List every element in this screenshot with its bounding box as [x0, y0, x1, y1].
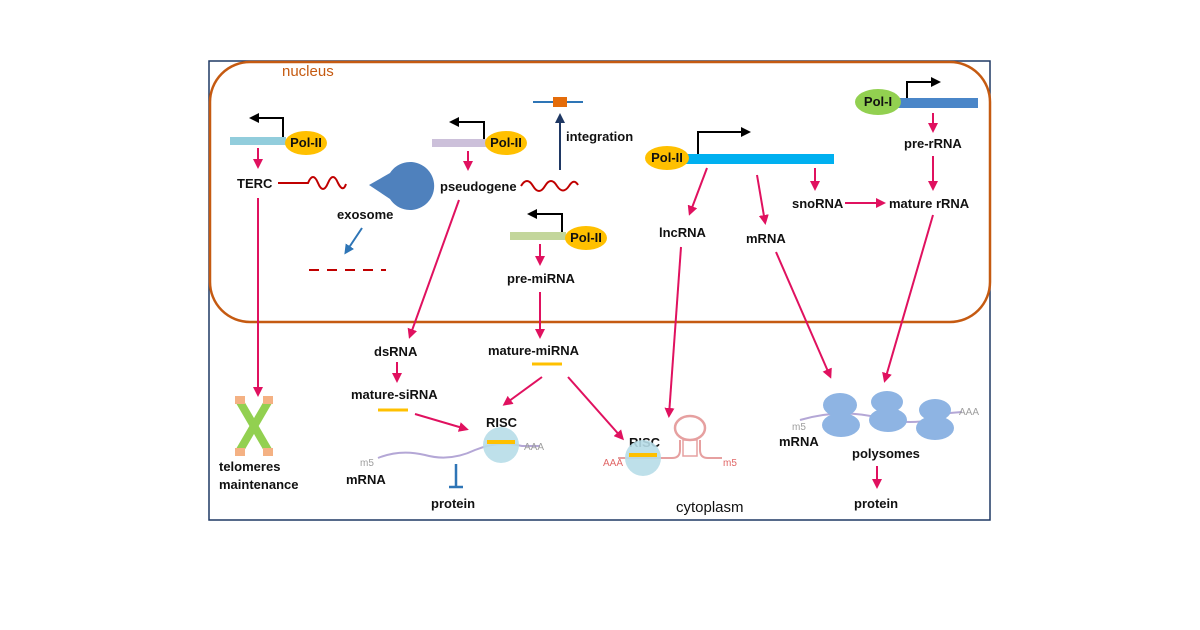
- risc-1-duplex: [487, 440, 515, 444]
- rrna-promoter-arrow: [906, 77, 941, 98]
- maintenance-label: maintenance: [219, 477, 298, 492]
- dsrna-label: dsRNA: [374, 344, 418, 359]
- ribosome-1: [822, 393, 860, 437]
- pol2-terc: [285, 131, 327, 155]
- polysomes-label: polysomes: [852, 446, 920, 461]
- mature-sirna-label: mature-siRNA: [351, 387, 438, 402]
- genome-insert-block: [553, 97, 567, 107]
- terc-promoter-arrow: [249, 113, 284, 137]
- cytoplasm-label: cytoplasm: [676, 499, 744, 516]
- pol2-lnc: [645, 146, 689, 170]
- aaa-1-label: AAA: [524, 442, 544, 453]
- pol1: [855, 89, 901, 115]
- integration-label: integration: [566, 129, 633, 144]
- mature-rrna-label: mature rRNA: [889, 196, 970, 211]
- mirna-gene-bar: [510, 232, 566, 240]
- mrna-right-label: mRNA: [779, 434, 819, 449]
- lncrna-loop: [673, 414, 707, 442]
- m5-3-label: m5: [792, 422, 806, 433]
- exosome-icon: [369, 162, 435, 210]
- terc-gene-bar: [230, 137, 286, 145]
- arrow-mrna-polysome: [775, 251, 832, 379]
- arrow-exosome-degrade: [344, 227, 363, 255]
- arrow-rrna-polysome: [882, 214, 934, 383]
- arrow-pseudogene-dsrna: [407, 199, 460, 339]
- risc-2-duplex: [629, 453, 657, 457]
- lncrna-stem: [682, 439, 698, 457]
- lnc-promoter-arrow: [697, 127, 751, 154]
- risc-1-label: RISC: [486, 415, 518, 430]
- pol2-lnc-label: Pol-II: [651, 150, 683, 165]
- lnc-gene-bar: [684, 154, 834, 164]
- pol2-terc-label: Pol-II: [290, 135, 322, 150]
- arrow-mirna-risc-right: [567, 376, 624, 441]
- arrow-lncrna-risc: [664, 246, 682, 418]
- pseudogene-bar: [432, 139, 488, 147]
- rrna-gene-bar: [896, 98, 978, 108]
- pseudogene-label: pseudogene: [440, 179, 517, 194]
- mrna-left-label: mRNA: [346, 472, 386, 487]
- protein-right-label: protein: [854, 496, 898, 511]
- pseudogene-promoter-arrow: [449, 117, 485, 139]
- telomere-icon: [235, 396, 273, 456]
- mature-mirna-label: mature-miRNA: [488, 343, 580, 358]
- terc-label: TERC: [237, 176, 273, 191]
- terc-rna-wave: [278, 176, 347, 190]
- telomeres-label: telomeres: [219, 459, 280, 474]
- ribosome-2: [869, 391, 907, 432]
- arrow-gene-lncrna: [687, 167, 708, 216]
- lncrna-label: lncRNA: [659, 225, 707, 240]
- ribosome-3: [916, 399, 954, 440]
- risc-1-complex: [483, 427, 519, 463]
- arrow-mirna-risc-left: [502, 376, 543, 406]
- nucleus-label: nucleus: [282, 63, 334, 80]
- m5-2-label: m5: [723, 458, 737, 469]
- pseudogene-rna-wave: [520, 180, 579, 192]
- pol2-mirna-label: Pol-II: [570, 230, 602, 245]
- mirna-promoter-arrow: [527, 209, 563, 232]
- risc-2-complex: [625, 440, 661, 476]
- pre-rrna-label: pre-rRNA: [904, 136, 962, 151]
- pol2-pseudogene-label: Pol-II: [490, 135, 522, 150]
- m5-1-label: m5: [360, 458, 374, 469]
- nucleus-membrane: [208, 60, 992, 324]
- pol2-mirna: [565, 226, 607, 250]
- mrna-nucleus-label: mRNA: [746, 231, 786, 246]
- pol2-pseudogene: [485, 131, 527, 155]
- protein-left-label: protein: [431, 496, 475, 511]
- arrow-sirna-risc: [414, 413, 469, 432]
- pol1-label: Pol-I: [864, 94, 892, 109]
- lncrna-strand: [618, 440, 722, 459]
- aaa-2-label: AAA: [603, 458, 623, 469]
- snorna-label: snoRNA: [792, 196, 844, 211]
- pre-mirna-label: pre-miRNA: [507, 271, 576, 286]
- arrow-gene-mrna: [756, 174, 769, 225]
- exosome-label: exosome: [337, 207, 393, 222]
- aaa-3-label: AAA: [959, 407, 979, 418]
